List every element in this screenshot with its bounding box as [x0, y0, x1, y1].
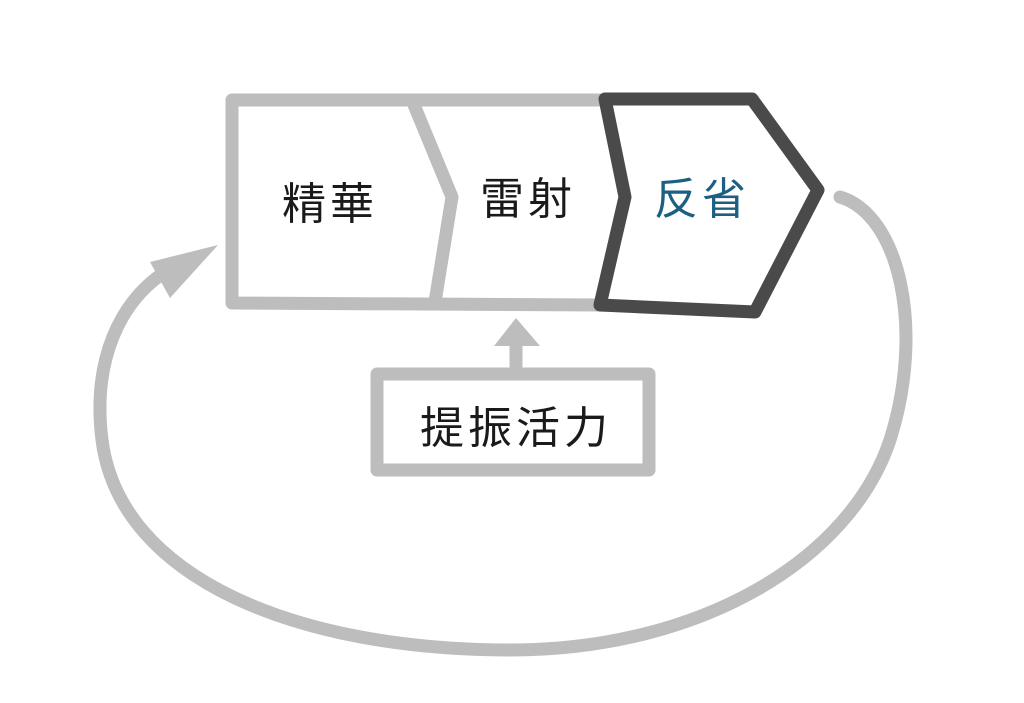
- step-reflect-label: 反省: [654, 174, 750, 225]
- highlighted-chevron: [593, 92, 825, 319]
- feedback-loop-arrow: [93, 190, 913, 657]
- step-laser-label: 雷射: [480, 174, 576, 225]
- feedback-arrowhead-icon: [150, 245, 218, 298]
- input-arrowhead-icon: [494, 318, 540, 346]
- chevron-divider-1: [405, 93, 459, 309]
- step-essence-label: 精華: [282, 179, 378, 230]
- input-box-label: 提振活力: [420, 403, 612, 454]
- input-box-frame: [370, 367, 656, 477]
